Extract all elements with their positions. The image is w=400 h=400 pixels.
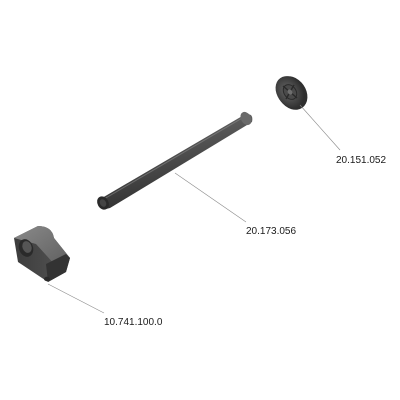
leader-line-rod: [174, 172, 247, 223]
part-label-rod: 20.173.056: [246, 226, 296, 237]
rod-icon: [97, 111, 253, 210]
part-label-washer: 20.151.052: [336, 155, 386, 166]
leader-line-washer: [299, 104, 341, 151]
part-label-bracket: 10.741.100.0: [104, 317, 163, 328]
bracket-icon: [14, 226, 70, 282]
leader-line-bracket: [47, 283, 105, 314]
washer-icon: [275, 76, 308, 110]
